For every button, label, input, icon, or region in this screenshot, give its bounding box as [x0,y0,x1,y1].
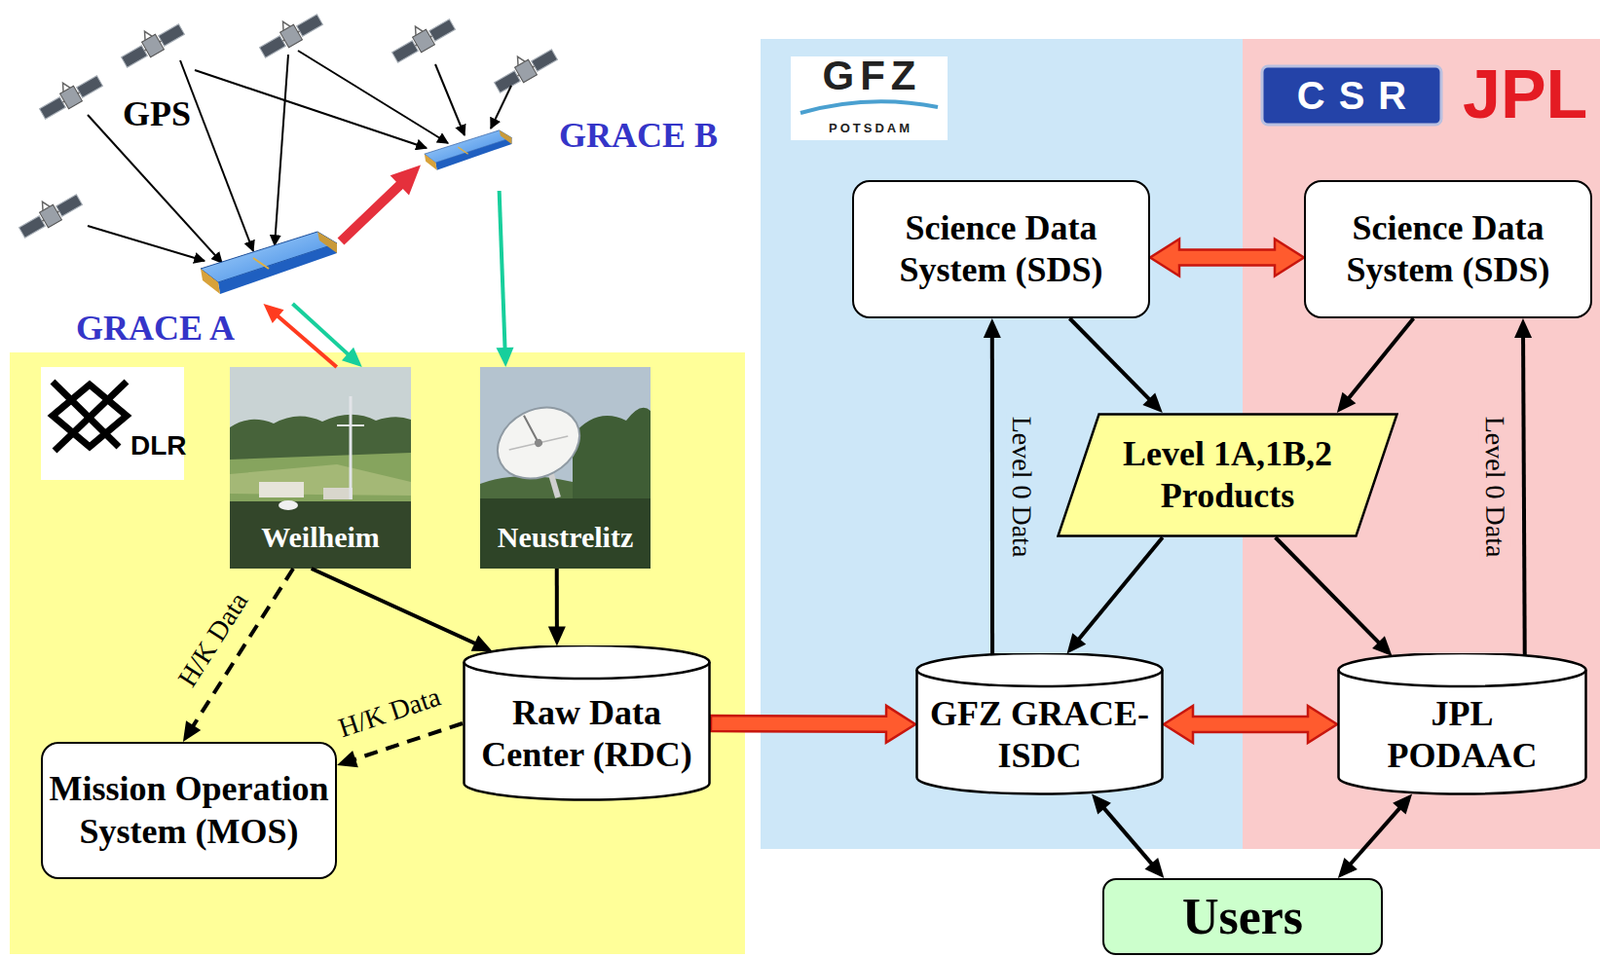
cylinder-outline-part [464,662,710,679]
cylinder-outline-part [917,653,1163,795]
inter-satellite-link-part [337,165,421,246]
satellite-label: GRACE B [558,114,718,157]
process-box: Mission Operation System (MOS) [40,742,337,880]
box-label: Mission Operation System (MOS) [47,768,331,853]
satellite-label: GRACE A [75,307,235,350]
archive-label: Raw Data Center (RDC) [470,692,705,777]
edge-label: H/K Data [169,583,257,696]
archive-label: JPL PODAAC [1375,693,1551,778]
satellite: GRACE B [420,126,515,191]
uplink-arrow-part [263,303,285,324]
cylinder-outline-part [917,669,1163,687]
gps-constellation-part [13,185,84,241]
inter-satellite-link [337,165,421,246]
gps-signal-arrows-part [87,114,223,263]
gps-constellation-part [386,9,457,66]
gps-signal-arrows-part [490,85,512,129]
cylinder-outline-part [464,645,710,801]
gps-constellation [13,4,559,241]
ground-station: Neustrelitz [480,367,651,569]
logo-text: DLR [130,430,187,462]
cylinder-outline-part [1339,653,1587,795]
data-center-cylinder: JPL PODAAC [1337,653,1588,796]
downlink-arrow-part [293,303,350,356]
organization-band: DLR Weilheim NeustrelitzMission Operation … [9,352,745,955]
access-arrow-part [1145,857,1165,879]
archive-label: GFZ GRACE-ISDC [923,693,1157,778]
gps-signal-arrows-part [87,225,205,261]
gps-constellation-part [34,66,105,122]
logo-text: GFZ [790,54,948,98]
box-label: Science Data System (SDS) [1313,207,1583,292]
gps-signal-arrows-part [194,70,427,149]
parallelogram-outline [1056,412,1399,538]
grace-a-satellite-part [200,231,337,295]
grace-b-satellite [424,130,513,171]
data-center-cylinder: GFZ GRACE-ISDC [915,653,1164,796]
data-center-cylinder: Raw Data Center (RDC) [462,645,711,802]
data-product-parallelogram: Level 1A,1B,2 Products [1056,412,1399,538]
gps-signal-arrows-part [180,60,254,252]
gps-constellation-part [115,14,187,71]
users-box: Users [1102,878,1383,956]
process-box: Science Data System (SDS) [852,180,1151,319]
parallelogram-outline-part [1058,414,1398,537]
satellite: GRACE A [194,225,341,304]
process-box: Science Data System (SDS) [1303,180,1593,319]
cylinder-outline-part [1339,669,1587,687]
grace-b-satellite-part [424,130,513,171]
access-arrow-part [1338,857,1358,879]
ground-station: Weilheim [229,367,411,569]
logo-text: CSR [1262,66,1442,125]
logo-text: JPL [1462,60,1588,129]
users-label: Users [1182,887,1303,948]
edge-label: Level 0 Data [1005,411,1038,561]
band-fill-part [9,352,745,955]
grace-a-satellite [200,231,337,295]
logo-text: POTSDAM [790,120,948,136]
constellation-label: GPS [122,93,191,136]
gps-signal-arrows-part [297,50,448,144]
gps-constellation-part [254,4,325,61]
station-label: Weilheim [260,520,380,556]
station-label: Neustrelitz [497,520,633,556]
downlink-arrow [496,190,515,368]
edge-label: Level 0 Data [1478,412,1511,562]
gps-signal-arrows-part [274,54,289,246]
gps-constellation-part [488,39,559,96]
box-label: Science Data System (SDS) [861,207,1141,292]
edge-label: H/K Data [331,680,448,746]
gps-signal-arrows [87,50,512,263]
downlink-arrow-part [499,190,506,350]
product-label: Level 1A,1B,2 Products [1111,433,1345,518]
gps-signal-arrows-part [435,64,465,136]
